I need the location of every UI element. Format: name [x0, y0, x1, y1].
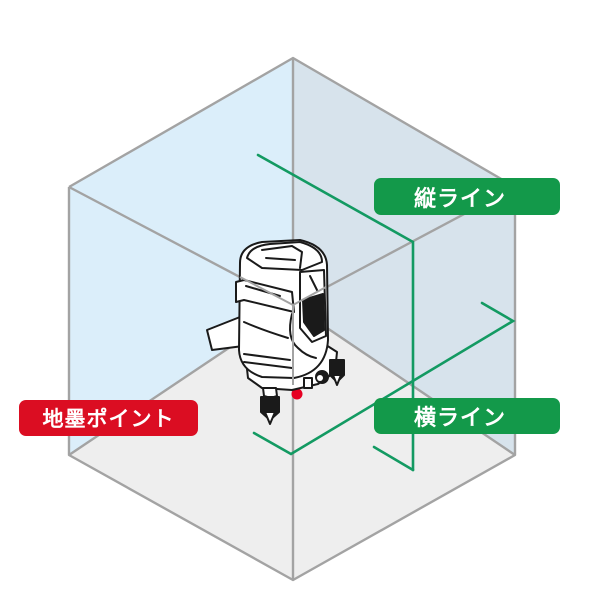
- laser-level-icon: [206, 239, 345, 425]
- vertical-line-label: 縦ライン: [374, 178, 560, 215]
- cube-edges-overlay: [239, 276, 327, 385]
- laser-lines: [252, 153, 516, 472]
- horizontal-line-label: 横ライン: [374, 398, 560, 434]
- vertical-laser-floor: [372, 445, 415, 472]
- horizontal-line-label-text: 横ライン: [414, 406, 507, 431]
- vertical-line-label-text: 縦ライン: [414, 186, 507, 212]
- vertical-laser-line: [256, 153, 415, 472]
- ground-point-label-text: 地墨ポイント: [42, 407, 175, 431]
- right-wall: [293, 58, 515, 455]
- left-wall: [69, 58, 293, 455]
- red-laser-dot-icon: [291, 388, 303, 400]
- horizontal-laser-line: [252, 301, 516, 456]
- ground-point-label: 地墨ポイント: [19, 400, 198, 436]
